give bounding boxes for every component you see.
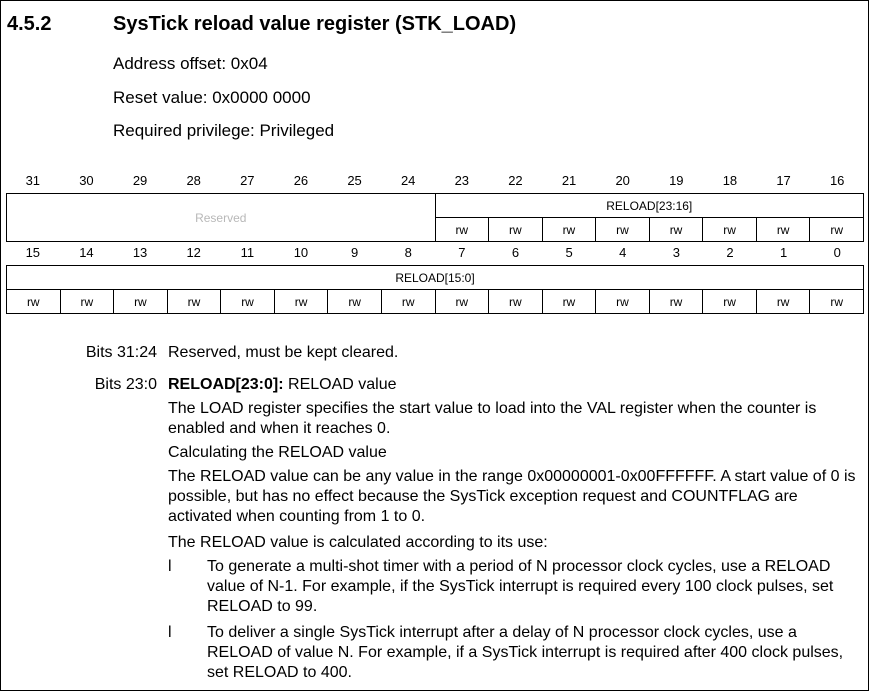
access-cell: rw xyxy=(809,289,864,314)
bit-number: 3 xyxy=(672,245,680,260)
access-cell: rw xyxy=(595,289,650,314)
bit-number: 26 xyxy=(293,173,309,188)
bit-number: 23 xyxy=(454,173,470,188)
bit-number: 20 xyxy=(615,173,630,188)
reload-bits-label: Bits 23:0 xyxy=(94,376,157,393)
access-cell: rw xyxy=(755,217,811,242)
bit-number: 16 xyxy=(829,173,845,188)
required-privilege: Required privilege: Privileged xyxy=(113,121,335,140)
bit-number: 22 xyxy=(508,173,523,188)
access-cell: rw xyxy=(809,217,864,242)
bullet-item-1: To generate a multi-shot timer with a pe… xyxy=(207,558,834,615)
section-number: 4.5.2 xyxy=(7,13,52,35)
access-cell: rw xyxy=(541,217,597,242)
access-cell: rw xyxy=(220,289,275,314)
bit-number: 29 xyxy=(132,173,148,188)
bit-number: 5 xyxy=(565,245,573,260)
reload-paragraph-2: Calculating the RELOAD value xyxy=(168,444,387,461)
access-cell: rw xyxy=(595,217,650,242)
access-cell: rw xyxy=(434,217,490,242)
bit-number: 30 xyxy=(79,173,94,188)
reserved-field: Reserved xyxy=(6,193,436,242)
bit-number: 12 xyxy=(186,245,201,260)
bit-number: 10 xyxy=(293,245,309,260)
bit-number: 17 xyxy=(776,173,791,188)
bit-number: 8 xyxy=(404,245,412,260)
bit-number: 13 xyxy=(132,245,148,260)
access-cell: rw xyxy=(327,289,382,314)
reload-field-heading: RELOAD[23:0]: RELOAD value xyxy=(168,375,858,395)
reload-field-short-desc: RELOAD value xyxy=(283,376,397,393)
reserved-bits-label: Bits 31:24 xyxy=(85,344,157,361)
bit-number: 21 xyxy=(561,173,577,188)
bullet-item-2: To deliver a single SysTick interrupt af… xyxy=(207,624,844,681)
bit-number: 14 xyxy=(79,245,94,260)
access-cell: rw xyxy=(6,289,61,314)
upper-bit-numbers: 31 30 29 28 27 26 25 24 23 22 21 20 19 18 17 16 xyxy=(6,171,864,191)
access-cell: rw xyxy=(59,289,115,314)
reload-high-field: RELOAD[23:16] xyxy=(434,193,864,218)
reload-paragraph-4: The RELOAD value is calculated according… xyxy=(168,534,548,551)
bit-number: 2 xyxy=(726,245,734,260)
access-cell: rw xyxy=(113,289,168,314)
bit-number: 6 xyxy=(511,245,520,260)
bit-number: 7 xyxy=(458,245,466,260)
bit-number: 18 xyxy=(722,173,738,188)
reload-paragraph-3: The RELOAD value can be any value in the… xyxy=(168,468,856,525)
access-cell: rw xyxy=(648,217,704,242)
address-offset: Address offset: 0x04 xyxy=(113,54,268,73)
bit-number: 15 xyxy=(25,245,41,260)
access-cell: rw xyxy=(273,289,329,314)
reload-low-field: RELOAD[15:0] xyxy=(6,265,864,290)
bit-number: 1 xyxy=(779,245,788,260)
bit-number: 19 xyxy=(669,173,684,188)
access-cell: rw xyxy=(434,289,490,314)
bullet-marker-1: l xyxy=(168,558,172,575)
bit-number: 0 xyxy=(833,245,841,260)
bit-number: 31 xyxy=(25,173,41,188)
reload-paragraph-1: The LOAD register specifies the start va… xyxy=(168,400,817,437)
access-cell: rw xyxy=(702,289,757,314)
reset-value: Reset value: 0x0000 0000 xyxy=(113,88,311,107)
access-cell: rw xyxy=(380,289,436,314)
reload-field-name: RELOAD[23:0]: xyxy=(168,376,284,393)
bit-number: 25 xyxy=(347,173,362,188)
bit-number: 24 xyxy=(400,173,416,188)
bit-number: 9 xyxy=(350,245,359,260)
bit-number: 4 xyxy=(619,245,627,260)
section-title: SysTick reload value register (STK_LOAD) xyxy=(113,13,517,35)
access-cell: rw xyxy=(166,289,222,314)
access-cell: rw xyxy=(755,289,811,314)
access-cell: rw xyxy=(702,217,757,242)
bit-number: 11 xyxy=(240,245,255,260)
access-cell: rw xyxy=(541,289,597,314)
bit-number: 28 xyxy=(186,173,201,188)
access-cell: rw xyxy=(488,217,543,242)
reserved-bits-desc: Reserved, must be kept cleared. xyxy=(168,344,399,361)
bit-number: 27 xyxy=(240,173,255,188)
access-cell: rw xyxy=(488,289,543,314)
access-cell: rw xyxy=(648,289,704,314)
bullet-marker-2: l xyxy=(168,624,172,641)
